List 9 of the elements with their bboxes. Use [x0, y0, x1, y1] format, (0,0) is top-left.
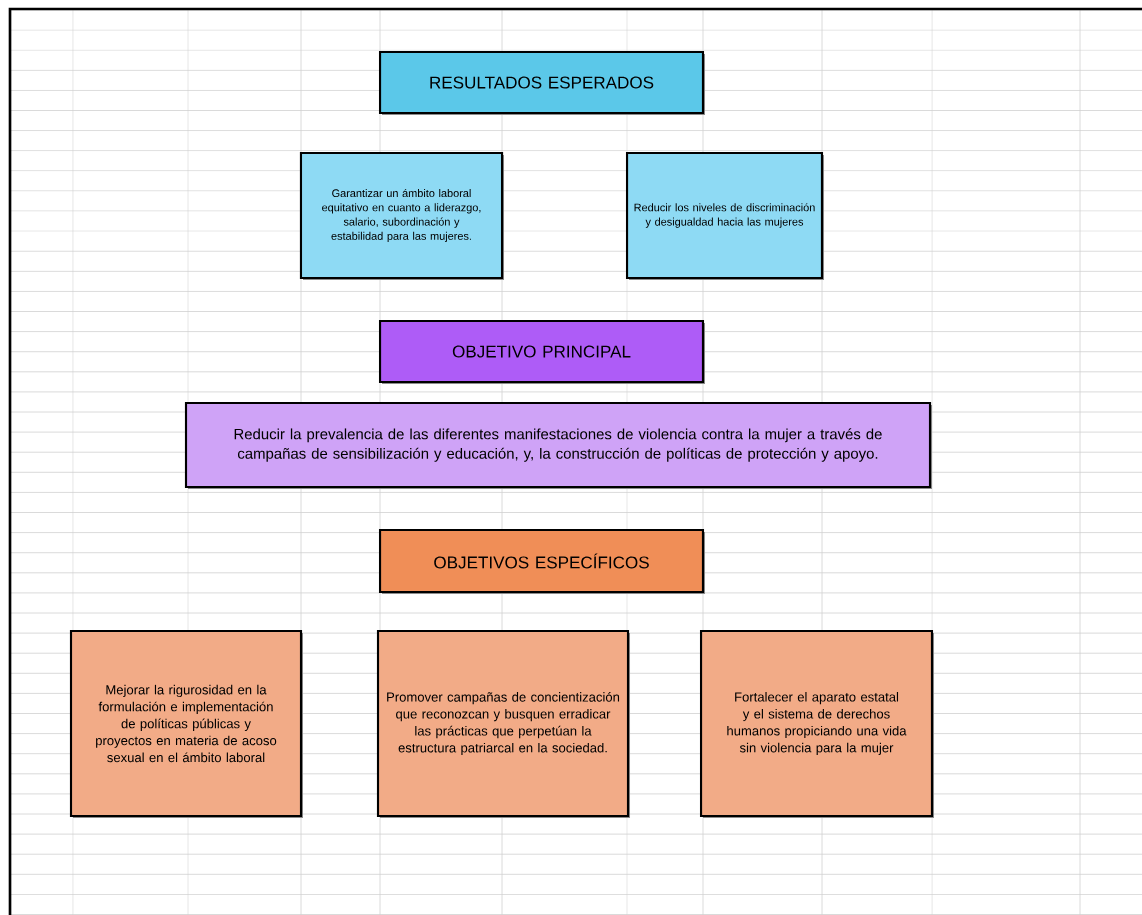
heading-box: OBJETIVOS ESPECÍFICOS	[378, 528, 705, 594]
objective-box: Promover campañas de concientización que reconozcan y busquen erradicar las prácticas que perpetúan la estructura patriarcal en la sociedad.	[376, 629, 630, 818]
objective-box: Fortalecer el aparato estatal y el sistema de derechos humanos propiciando una vida sin violencia para la mujer	[699, 629, 934, 818]
result-box: Reducir los niveles de discriminación y desigualdad hacia las mujeres	[625, 151, 824, 280]
objective-box: Reducir la prevalencia de las diferentes manifestaciones de violencia contra la mujer a través de campañas de sensibilización y educación, y, la construcción de políticas de protección y apoyo.	[184, 401, 932, 489]
result-box: Garantizar un ámbito laboral equitativo en cuanto a liderazgo, salario, subordinación y estabilidad para las mujeres.	[299, 151, 504, 280]
objective-box: Mejorar la rigurosidad en la formulación e implementación de políticas públicas y proyectos en materia de acoso sexual en el ámbito laboral	[69, 629, 303, 818]
heading-box: OBJETIVO PRINCIPAL	[378, 319, 705, 384]
heading-box: RESULTADOS ESPERADOS	[378, 50, 705, 115]
